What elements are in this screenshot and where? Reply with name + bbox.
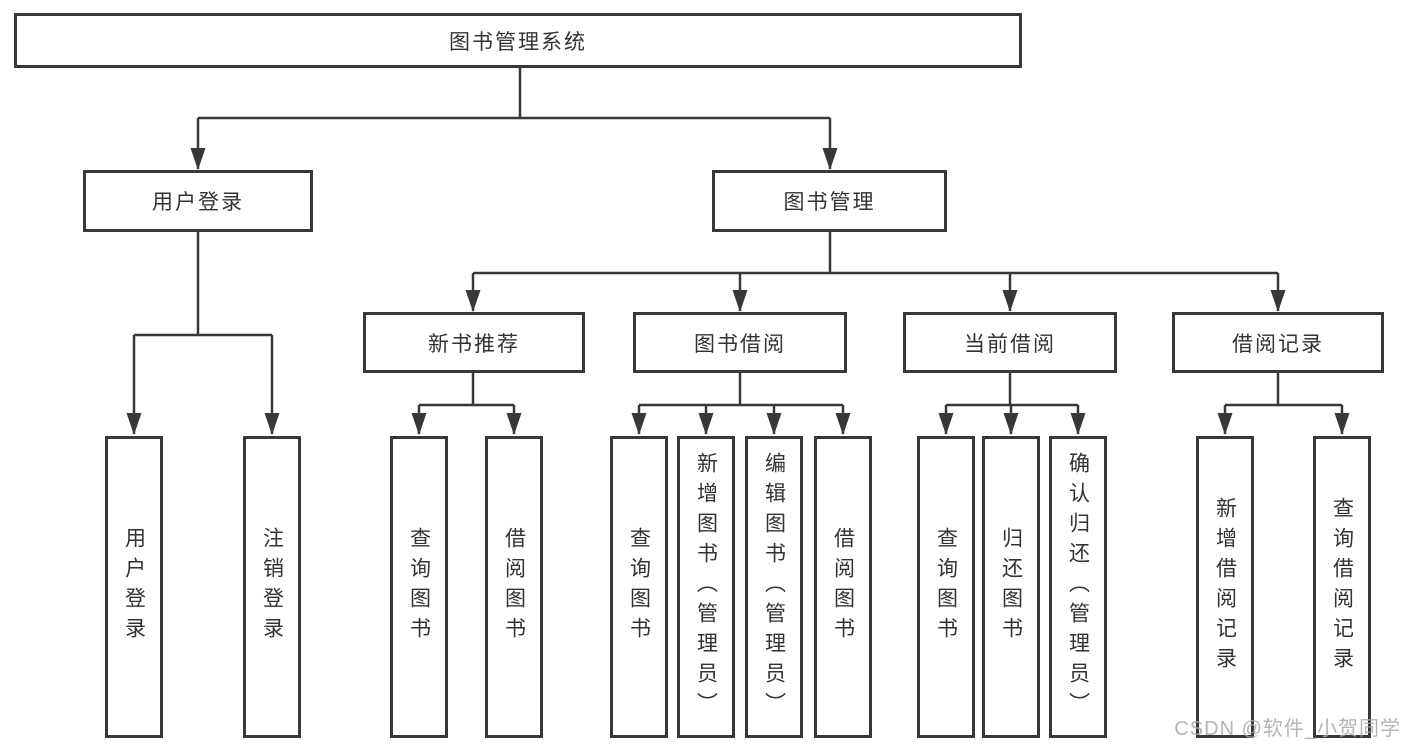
leaf-add-borrow-record: 新增借阅记录 bbox=[1196, 436, 1254, 738]
leaf-return-books: 归还图书 bbox=[982, 436, 1040, 738]
leaf-borrow-books-recommend: 借阅图书 bbox=[485, 436, 543, 738]
node-new-book-recommend: 新书推荐 bbox=[363, 312, 585, 373]
node-book-management: 图书管理 bbox=[712, 170, 947, 232]
leaf-logout: 注销登录 bbox=[243, 436, 301, 738]
leaf-query-borrow-record: 查询借阅记录 bbox=[1313, 436, 1371, 738]
node-borrowing-records: 借阅记录 bbox=[1172, 312, 1384, 373]
node-current-borrowing: 当前借阅 bbox=[903, 312, 1117, 373]
node-library-system: 图书管理系统 bbox=[14, 13, 1022, 68]
leaf-borrow-books: 借阅图书 bbox=[814, 436, 872, 738]
node-book-borrowing: 图书借阅 bbox=[633, 312, 847, 373]
csdn-watermark: CSDN @软件_小贺同学 bbox=[1174, 718, 1401, 740]
leaf-user-login: 用户登录 bbox=[105, 436, 163, 738]
leaf-query-books-current: 查询图书 bbox=[917, 436, 975, 738]
leaf-add-books-admin: 新增图书（管理员） bbox=[677, 436, 735, 738]
node-user-login: 用户登录 bbox=[83, 170, 313, 232]
leaf-query-books-borrowing: 查询图书 bbox=[610, 436, 668, 738]
leaf-edit-books-admin: 编辑图书（管理员） bbox=[745, 436, 803, 738]
leaf-query-books-recommend: 查询图书 bbox=[390, 436, 448, 738]
leaf-confirm-return-admin: 确认归还（管理员） bbox=[1049, 436, 1107, 738]
